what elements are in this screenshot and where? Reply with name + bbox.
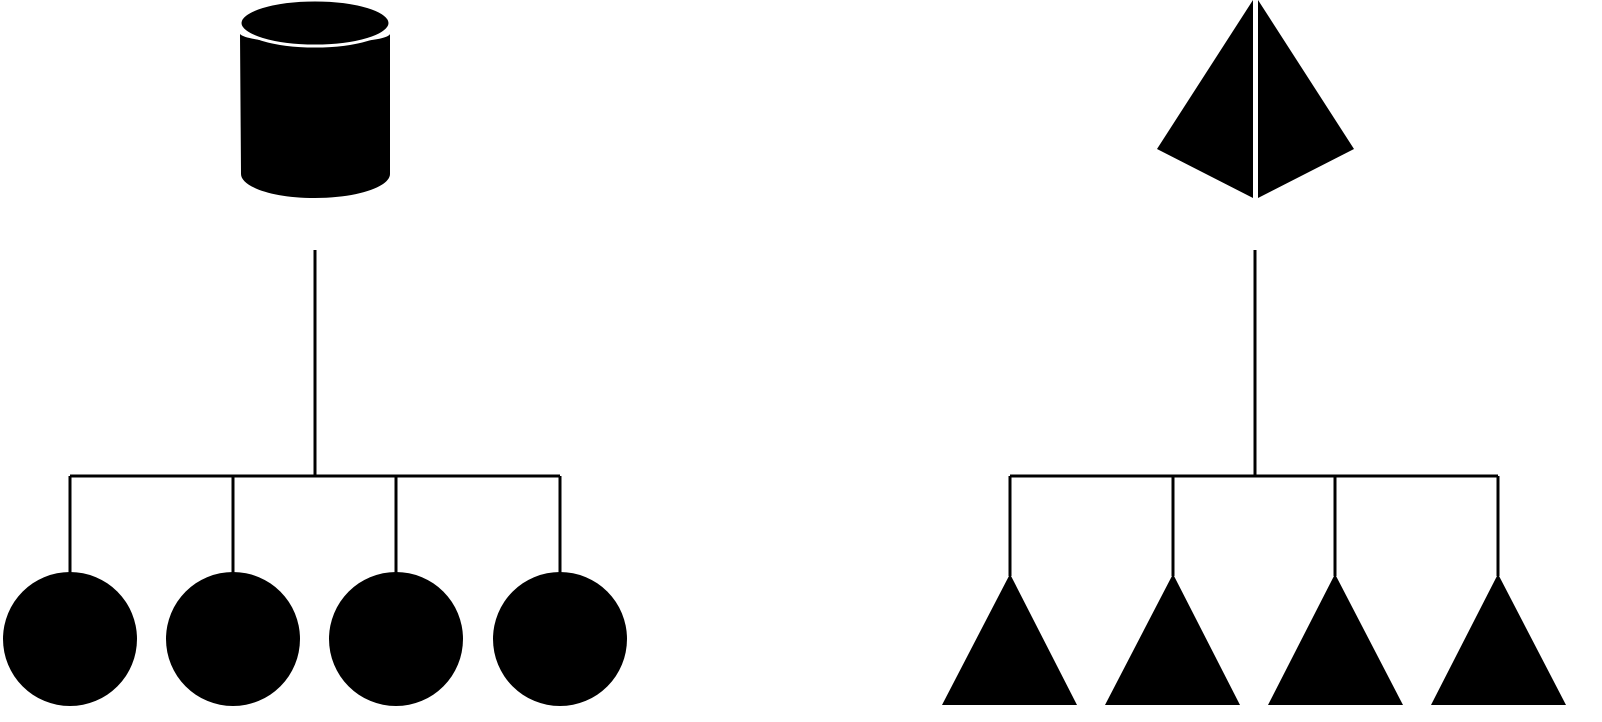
split-diamond-icon <box>1157 0 1354 198</box>
split-diamond-right <box>1258 0 1354 198</box>
tree-left-connectors <box>68 250 562 574</box>
circle-node-icon <box>329 572 463 706</box>
split-diamond-left <box>1157 0 1253 198</box>
tree-right-children <box>942 574 1566 705</box>
tree-right-connectors <box>1008 250 1500 576</box>
triangle-node-icon <box>1105 574 1240 705</box>
tree-right <box>942 0 1566 705</box>
tree-left <box>3 0 627 706</box>
database-top <box>238 0 392 48</box>
circle-node-icon <box>493 572 627 706</box>
tree-left-children <box>3 572 627 706</box>
triangle-node-icon <box>942 574 1077 705</box>
circle-node-icon <box>3 572 137 706</box>
circle-node-icon <box>166 572 300 706</box>
database-cylinder-icon <box>238 0 392 198</box>
triangle-node-icon <box>1268 574 1403 705</box>
triangle-node-icon <box>1431 574 1566 705</box>
database-body <box>240 34 390 198</box>
